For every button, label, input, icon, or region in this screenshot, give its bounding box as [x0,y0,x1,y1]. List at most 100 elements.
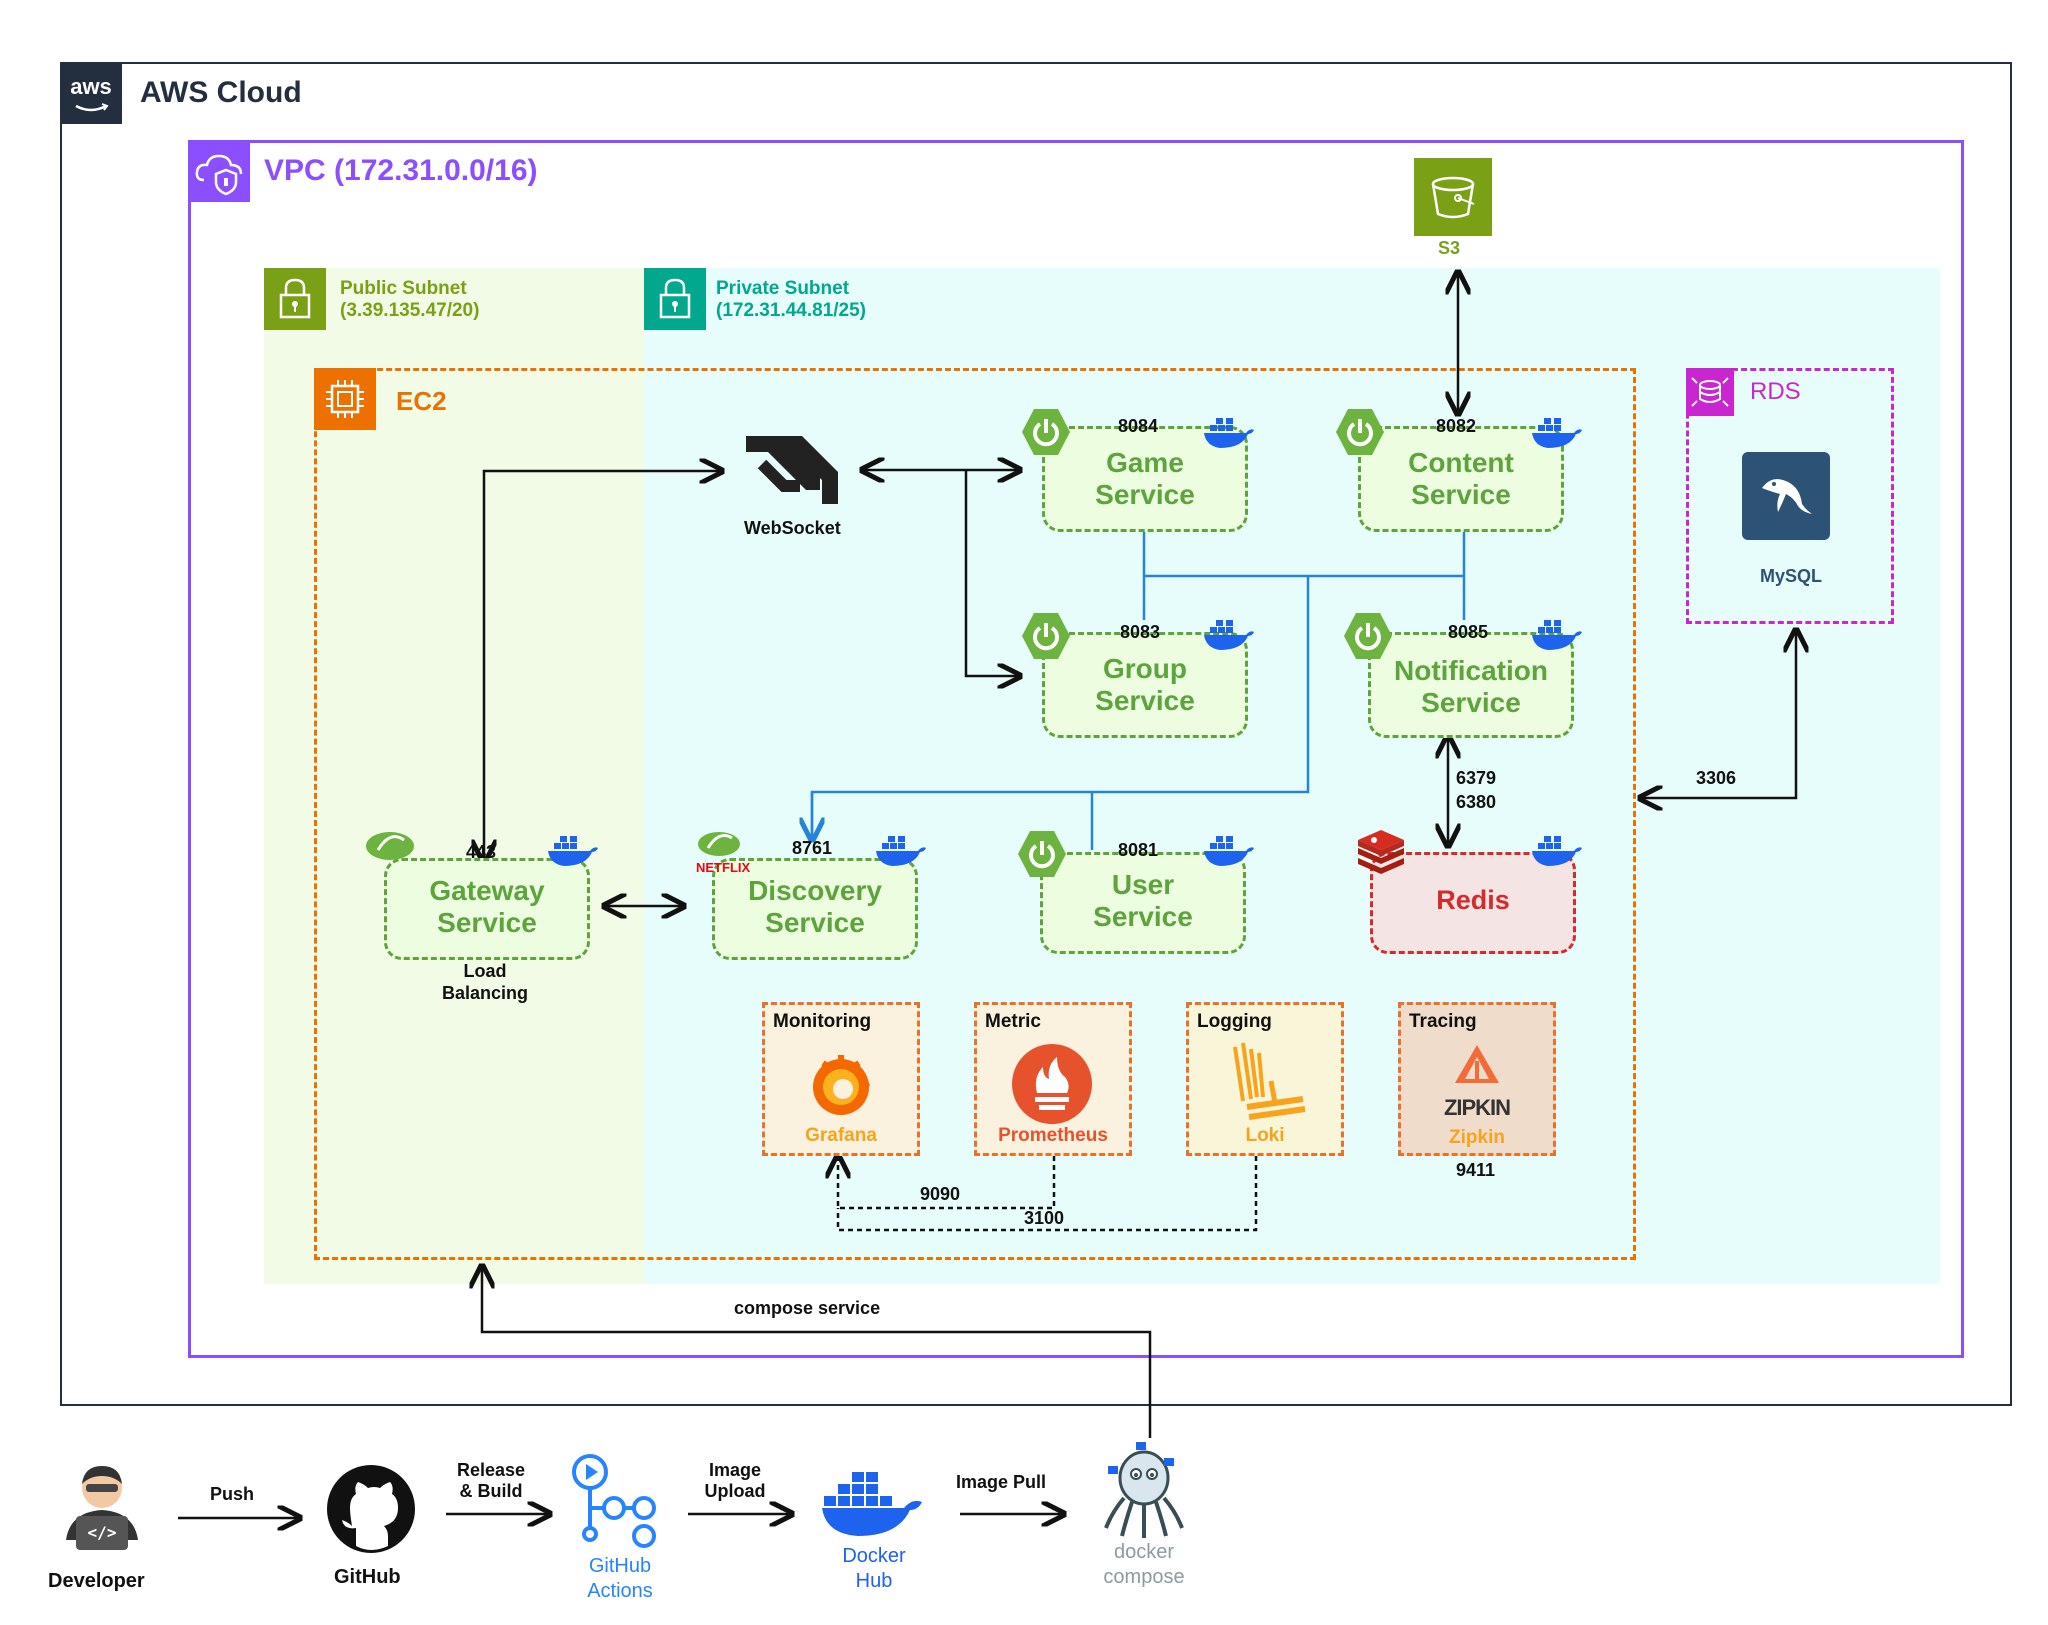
tracing-title: Tracing [1409,1011,1477,1032]
websocket-icon [740,428,844,508]
redis-name: Redis [1436,885,1510,915]
compose-service-link [482,1266,1152,1438]
docker-icon [874,830,928,868]
vpc-icon [188,140,250,202]
docker-hub-label: Docker Hub [842,1545,906,1592]
mysql-icon [1742,452,1830,540]
user-service-name: User Service [1093,869,1193,932]
prometheus-name: Prometheus [998,1125,1108,1146]
zipkin-icon [1451,1043,1503,1089]
github-actions-icon [566,1450,662,1554]
monitoring-title: Monitoring [773,1011,872,1032]
redis-icon [1354,828,1408,874]
release-label: Release & Build [456,1460,526,1501]
logging-title: Logging [1197,1011,1272,1032]
aws-cloud-label: AWS Cloud [140,76,302,109]
spring-boot-icon [1020,610,1072,662]
loki-icon [1227,1041,1307,1127]
grafana-box[interactable]: Monitoring Grafana [762,1002,920,1156]
prometheus-icon [1009,1041,1095,1127]
redis-ports: 6379 6380 [1456,768,1497,812]
spring-boot-icon [1020,406,1072,458]
prometheus-box[interactable]: Metric Prometheus [974,1002,1132,1156]
rds-label: RDS [1750,378,1801,405]
public-subnet-label: Public Subnet [340,278,467,299]
websocket-group-link [964,470,1020,676]
gateway-websocket-link [484,471,722,862]
content-service[interactable]: Content Service [1358,426,1564,532]
docker-icon [1202,830,1256,868]
gateway-port: 443 [466,842,497,862]
notification-port: 8085 [1448,622,1489,642]
docker-icon [1202,412,1256,450]
ec2-rds-link [1640,630,1796,798]
public-subnet-lock-icon [264,268,326,330]
docker-hub-icon [820,1464,926,1538]
game-service-name: Game Service [1095,447,1195,510]
user-service[interactable]: User Service [1040,852,1246,954]
developer-label: Developer [48,1570,145,1592]
content-port: 8082 [1436,416,1477,436]
zipkin-box[interactable]: Tracing ZIPKIN Zipkin [1398,1002,1556,1156]
content-service-name: Content Service [1408,447,1514,510]
docker-icon [1530,614,1584,652]
gateway-service[interactable]: Gateway Service [384,858,590,960]
rds-group [1686,368,1894,624]
upload-label: Image Upload [704,1460,766,1501]
push-label: Push [210,1484,255,1504]
discovery-port: 8761 [792,838,833,858]
docker-compose-label: docker compose [1103,1541,1185,1588]
grafana-icon [799,1043,883,1127]
private-subnet-label: Private Subnet [716,278,850,299]
grafana-name: Grafana [805,1125,877,1146]
aws-logo-icon: aws [60,62,122,124]
mysql-port: 3306 [1696,768,1737,788]
ec2-label: EC2 [396,386,447,416]
zipkin-port: 9411 [1456,1160,1496,1180]
public-subnet-cidr: (3.39.135.47/20) [340,300,480,321]
spring-boot-icon [1016,828,1068,880]
github-label: GitHub [334,1566,401,1588]
ec2-icon [314,368,376,430]
rds-icon [1686,368,1734,416]
zipkin-logo-text: ZIPKIN [1443,1095,1511,1120]
metric-title: Metric [985,1011,1041,1032]
loki-grafana-link [836,1156,1258,1232]
group-service[interactable]: Group Service [1042,632,1248,738]
discovery-service-name: Discovery Service [748,875,882,938]
spring-cloud-icon [364,826,416,862]
github-actions-label: GitHub Actions [587,1555,653,1602]
service-bus [810,526,1466,850]
user-port: 8081 [1118,840,1159,860]
vpc-group [188,140,1964,1358]
notification-service[interactable]: Notification Service [1368,632,1574,738]
docker-icon [1202,614,1256,652]
github-icon [326,1464,416,1554]
s3-icon [1414,158,1492,236]
docker-icon [546,830,600,868]
group-service-name: Group Service [1095,653,1195,716]
vpc-label: VPC (172.31.0.0/16) [264,154,538,187]
aws-cloud-group [60,62,2012,1406]
docker-compose-icon [1098,1438,1190,1542]
docker-icon [1530,412,1584,450]
loki-name: Loki [1245,1125,1285,1146]
redis-service[interactable]: Redis [1370,852,1576,954]
compose-service-label: compose service [734,1298,881,1318]
mysql-label: MySQL [1760,566,1823,586]
spring-cloud-icon [696,826,742,858]
zipkin-name: Zipkin [1449,1127,1505,1148]
svg-text:</>: </> [88,1523,117,1542]
pull-label: Image Pull [956,1472,1047,1492]
private-subnet-cidr: (172.31.44.81/25) [716,300,867,321]
discovery-service[interactable]: Discovery Service [712,858,918,960]
spring-boot-icon [1342,610,1394,662]
private-subnet-lock-icon [644,268,706,330]
netflix-label: NETFLIX [696,860,751,875]
ec2-group [314,368,1636,1260]
docker-icon [1530,830,1584,868]
port-9090: 9090 [920,1184,961,1204]
notification-service-name: Notification Service [1394,655,1548,718]
loki-box[interactable]: Logging Loki [1186,1002,1344,1156]
